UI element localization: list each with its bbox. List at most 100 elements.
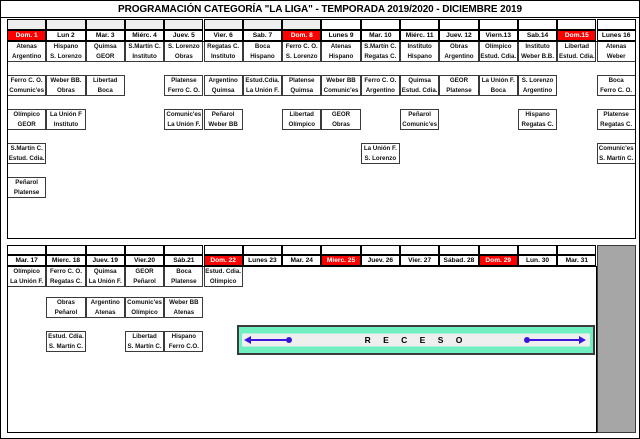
match-cell[interactable]: Ferro C. O.S. Lorenzo <box>282 41 322 62</box>
spacer-cell <box>164 19 204 30</box>
day-header-cell[interactable]: Dom. 8 <box>282 30 322 41</box>
day-header-cell[interactable]: Dom. 1 <box>7 30 47 41</box>
spacer-cell-2 <box>478 245 518 255</box>
day-header-cell[interactable]: Juev. 12 <box>439 30 479 41</box>
day-header-cell[interactable]: Lunes 16 <box>596 30 636 41</box>
day-header-cell[interactable]: Mar. 3 <box>85 30 125 41</box>
match-cell[interactable]: Weber BB.Obras <box>46 75 86 96</box>
match-cell[interactable]: Estud. Cdia.S. Martín C. <box>46 331 86 352</box>
day-header-cell[interactable]: Sab. 7 <box>242 30 283 41</box>
day-header-cell[interactable]: Juev. 19 <box>85 255 125 266</box>
match-cell[interactable]: S.Martín C.Instituto <box>124 41 165 62</box>
day-header-cell[interactable]: Mierc. 25 <box>321 255 361 266</box>
day-header-cell[interactable]: Sábad. 28 <box>439 255 479 266</box>
match-home-team: Weber BB <box>326 77 356 84</box>
day-header-cell[interactable]: Juev. 26 <box>360 255 400 266</box>
match-home-team: Quimsa <box>93 268 117 275</box>
match-away-team: Comunic'es <box>323 86 359 94</box>
day-header-cell[interactable]: Vier. 6 <box>203 30 243 41</box>
match-cell[interactable]: La Unión F.S. Lorenzo <box>360 143 400 164</box>
day-header-cell[interactable]: Mar. 31 <box>557 255 597 266</box>
day-header-cell[interactable]: Lunes 23 <box>242 255 283 266</box>
match-cell[interactable]: Ferro C. O.Regatas C. <box>46 266 86 287</box>
match-cell[interactable]: S.Martín C.Regatas C. <box>360 41 400 62</box>
day-header-cell[interactable]: Juev. 5 <box>164 30 204 41</box>
day-header-cell[interactable]: Dom. 29 <box>478 255 518 266</box>
day-header-cell[interactable]: Miérc. 4 <box>124 30 165 41</box>
day-header-cell[interactable]: Dom. 22 <box>203 255 243 266</box>
day-header-cell[interactable]: Vier.20 <box>124 255 165 266</box>
match-cell[interactable]: Ferro C. O.Argentino <box>360 75 400 96</box>
day-header-cell[interactable]: Lunes 9 <box>321 30 361 41</box>
day-header-cell[interactable]: Sáb.21 <box>164 255 204 266</box>
day-header-cell[interactable]: Sab.14 <box>517 30 558 41</box>
match-away-team: Olímpico <box>288 120 315 128</box>
day-header-cell[interactable]: Vier. 27 <box>400 255 440 266</box>
day-header-cell[interactable]: Dom.15 <box>557 30 597 41</box>
day-header-label: Sab.14 <box>526 32 549 39</box>
day-header-cell[interactable]: Viern.13 <box>478 30 518 41</box>
day-header-cell[interactable]: Mierc. 18 <box>46 255 86 266</box>
spacer-cell <box>360 19 400 30</box>
match-cell[interactable]: La Unión F.Boca <box>478 75 518 96</box>
day-header-cell[interactable]: Lun. 30 <box>517 255 558 266</box>
day-header-cell[interactable]: Mar. 17 <box>7 255 47 266</box>
match-away-team: Comunic'es <box>9 86 45 94</box>
day-header-cell[interactable]: Mar. 24 <box>282 255 322 266</box>
match-cell[interactable]: Weber BB Comunic'es <box>321 75 361 96</box>
match-cell[interactable]: Estud.Cdia.La Unión F. <box>242 75 283 96</box>
day-header-cell[interactable]: Miérc. 11 <box>400 30 440 41</box>
match-cell[interactable]: Regatas C.Instituto <box>203 41 243 62</box>
match-home-team: Boca <box>176 268 192 275</box>
match-cell[interactable]: Estud. Cdia.Olímpico <box>203 266 243 287</box>
match-away-team: Estud. Cdia. <box>401 86 438 94</box>
match-away-team: Quimsa <box>211 86 235 94</box>
match-cell[interactable]: S.Martín C.Estud. Cdia. <box>7 143 47 164</box>
match-away-team: Argentino <box>12 52 42 60</box>
day-header-cell[interactable]: Mar. 10 <box>360 30 400 41</box>
day-header-cell[interactable]: Lun 2 <box>46 30 86 41</box>
match-cell[interactable]: Ferro C. O.Comunic'es <box>7 75 47 96</box>
